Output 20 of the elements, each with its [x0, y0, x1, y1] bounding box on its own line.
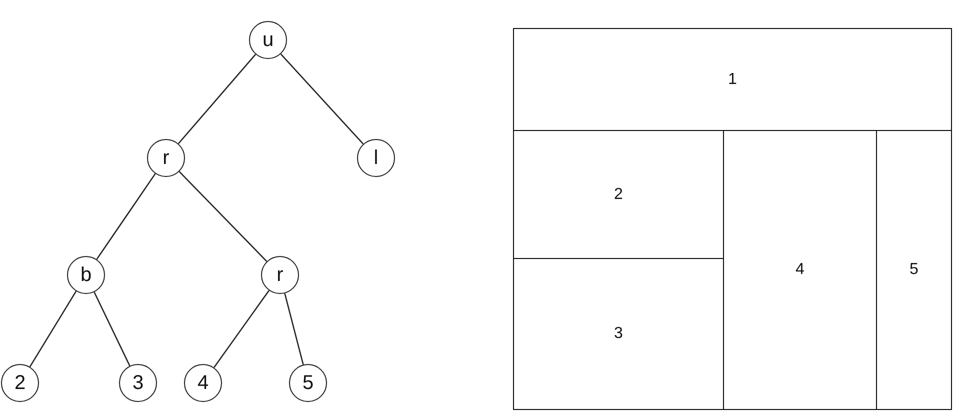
tree-node-circle: 5: [289, 364, 327, 402]
floorplan-block: 1: [513, 28, 952, 131]
tree-node-circle: 4: [184, 364, 222, 402]
tree-node-circle: u: [249, 21, 287, 59]
tree-node-circle: l: [357, 139, 395, 177]
tree-edge: [214, 290, 270, 368]
tree-edge: [94, 292, 130, 366]
tree-edge: [280, 54, 364, 144]
floorplan-block: 3: [513, 258, 724, 410]
floorplan-block: 5: [876, 130, 952, 410]
tree-node-circle: r: [147, 139, 185, 177]
tree-edge: [284, 293, 304, 365]
tree-node-circle: 3: [119, 364, 157, 402]
tree-edge: [178, 54, 256, 144]
tree-edge: [178, 171, 268, 262]
tree-edge: [96, 173, 156, 260]
tree-node-circle: 2: [1, 364, 39, 402]
tree-node-circle: b: [67, 256, 105, 294]
tree-node-circle: r: [261, 256, 299, 294]
tree-edge: [29, 290, 77, 368]
